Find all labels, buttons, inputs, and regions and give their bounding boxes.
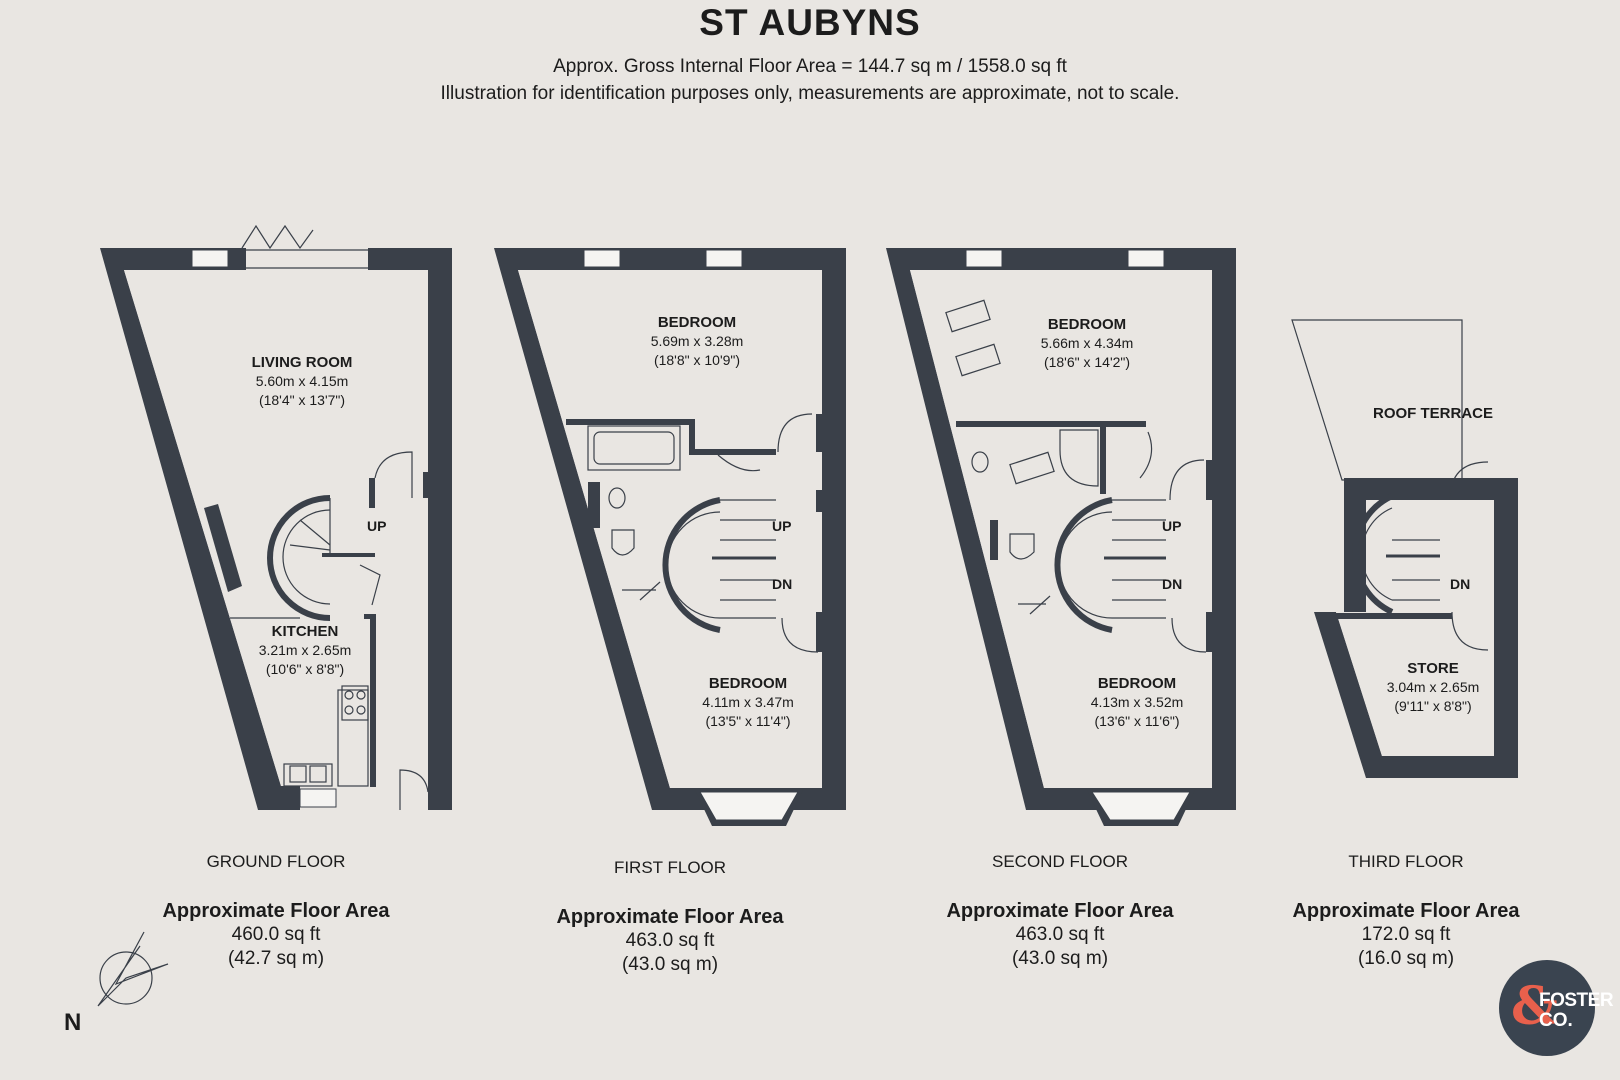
gross-area-line: Approx. Gross Internal Floor Area = 144.… [553, 56, 1067, 77]
roof-terrace-name: ROOF TERRACE [1373, 405, 1493, 422]
stair-up-label: UP [772, 518, 791, 534]
hob-icon [341, 685, 369, 721]
floor-name: SECOND FLOOR [991, 852, 1129, 871]
roof-terrace-outline [1291, 319, 1463, 481]
third-outer-wall [1314, 478, 1518, 778]
kitchen-imperial: (10'6" x 8'8") [266, 661, 344, 677]
skylight-icon [955, 343, 1001, 377]
north-label: N [64, 1009, 82, 1036]
floor-name: FIRST FLOOR [613, 858, 727, 877]
bedroom-1-first-metric: 5.69m x 3.28m [651, 333, 744, 349]
floor-area-sqm: (43.0 sq m) [1011, 948, 1109, 969]
window [191, 249, 229, 268]
floor-area-title: Approximate Floor Area [162, 900, 390, 922]
bedroom-2-first-name: BEDROOM [709, 675, 787, 692]
spiral-stair-ground [267, 495, 331, 621]
floor-name: GROUND FLOOR [206, 852, 346, 871]
stair-down-label: DN [1450, 576, 1470, 592]
foster-co-logo: & FOSTER CO. [1499, 960, 1614, 1056]
kitchen-name: KITCHEN [272, 623, 339, 640]
basin-icon [608, 487, 626, 509]
living-room-name: LIVING ROOM [252, 354, 353, 371]
ground-floor-plan: UP LIVING ROOM 5.60m x 4.15m (18'4" x 13… [100, 224, 452, 810]
bathtub-icon [1059, 429, 1099, 487]
bedroom-1-first-imperial: (18'8" x 10'9") [654, 352, 740, 368]
toilet-icon [611, 529, 635, 556]
bedroom-1-second-name: BEDROOM [1048, 316, 1126, 333]
third-floor-plan: DN ROOF TERRACE STORE 3.04m x 2.65m (9'1… [1291, 319, 1518, 778]
stair-down-label: DN [1162, 576, 1182, 592]
floor-area-sqm: (43.0 sq m) [621, 954, 719, 975]
floor-area-sqft: 172.0 sq ft [1361, 924, 1451, 945]
living-room-imperial: (18'4" x 13'7") [259, 392, 345, 408]
stair-down-label: DN [772, 576, 792, 592]
logo-ampersand: & [1511, 976, 1558, 1037]
toilet-icon [1009, 533, 1035, 560]
bedroom-2-first-metric: 4.11m x 3.47m [702, 694, 794, 710]
logo-line-1: FOSTER [1539, 990, 1614, 1011]
bedroom-2-first-imperial: (13'5" x 11'4") [705, 713, 790, 729]
floor-area-sqm: (42.7 sq m) [227, 948, 325, 969]
second-outer-wall [886, 248, 1236, 810]
ground-floor-caption: GROUND FLOOR Approximate Floor Area 460.… [116, 852, 436, 971]
bedroom-2-second-imperial: (13'6" x 11'6") [1094, 713, 1179, 729]
floor-name: THIRD FLOOR [1348, 852, 1464, 871]
disclaimer: Illustration for identification purposes… [440, 83, 1180, 104]
store-metric: 3.04m x 2.65m [1387, 679, 1480, 695]
skylight-icon [1009, 451, 1055, 485]
floor-area-sqft: 463.0 sq ft [625, 930, 715, 951]
kitchen-metric: 3.21m x 2.65m [259, 642, 352, 658]
logo-line-2: CO. [1539, 1010, 1573, 1031]
bedroom-1-second-imperial: (18'6" x 14'2") [1044, 354, 1130, 370]
store-name: STORE [1407, 660, 1458, 677]
plan-title: ST AUBYNS [699, 2, 921, 43]
basin-icon [971, 451, 989, 473]
bedroom-1-first-name: BEDROOM [658, 314, 736, 331]
skylight-icon [945, 299, 991, 333]
living-room-metric: 5.60m x 4.15m [256, 373, 349, 389]
second-floor-plan: UP DN BEDROOM 5.66m x 4.34m (18'6" x 14'… [886, 248, 1236, 826]
floor-area-sqm: (16.0 sq m) [1357, 948, 1455, 969]
second-floor-caption: SECOND FLOOR Approximate Floor Area 463.… [900, 852, 1220, 971]
bathtub-icon [587, 425, 681, 471]
stair-up-label: UP [1162, 518, 1181, 534]
floor-area-title: Approximate Floor Area [1292, 900, 1520, 922]
floor-area-title: Approximate Floor Area [556, 906, 784, 928]
bedroom-1-second-metric: 5.66m x 4.34m [1041, 335, 1134, 351]
bedroom-2-second-metric: 4.13m x 3.52m [1091, 694, 1184, 710]
third-floor-caption: THIRD FLOOR Approximate Floor Area 172.0… [1246, 852, 1566, 971]
floor-area-sqft: 460.0 sq ft [231, 924, 321, 945]
compass-icon [97, 931, 169, 1007]
stair-up-label: UP [367, 518, 386, 534]
bedroom-2-second-name: BEDROOM [1098, 675, 1176, 692]
first-floor-plan: UP DN BEDROOM 5.69m x 3.28m (18'8" x 10'… [494, 248, 846, 826]
floor-area-sqft: 463.0 sq ft [1015, 924, 1105, 945]
first-floor-caption: FIRST FLOOR Approximate Floor Area 463.0… [510, 858, 830, 977]
store-imperial: (9'11" x 8'8") [1394, 698, 1471, 714]
floor-area-title: Approximate Floor Area [946, 900, 1174, 922]
kitchen-counter [337, 689, 369, 787]
bifold-door [241, 224, 314, 250]
sink-icon [289, 765, 307, 783]
